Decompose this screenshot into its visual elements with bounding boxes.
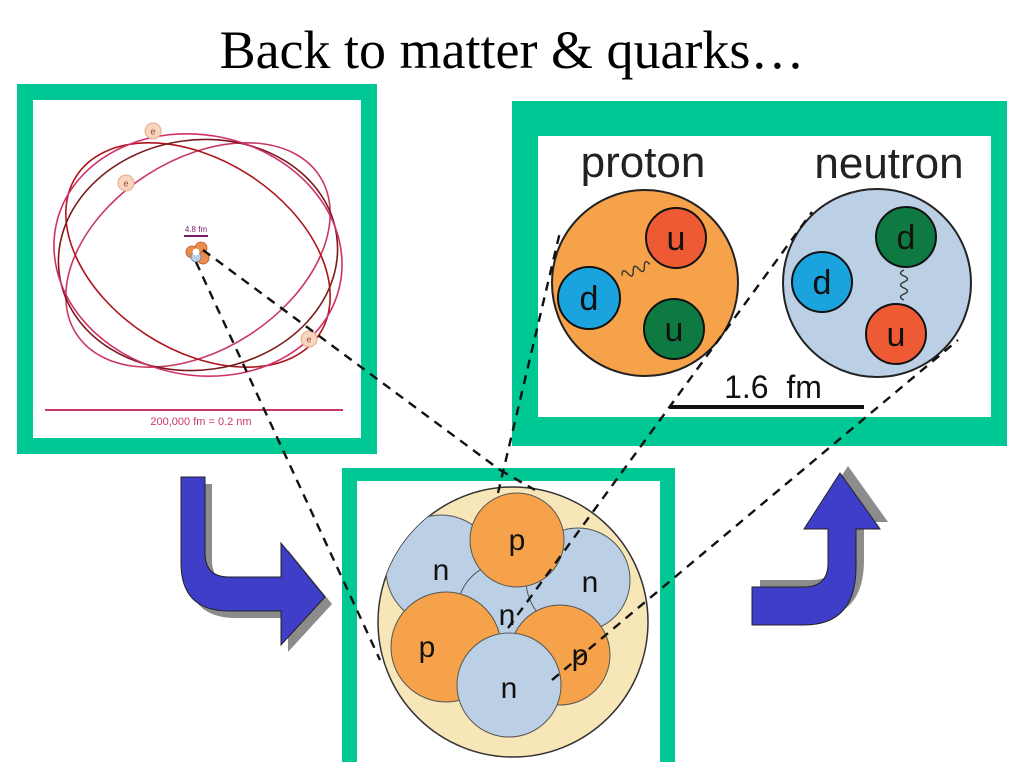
gluon-spring (621, 261, 651, 277)
quarks-panel: proton neutron u d u d (512, 101, 1007, 446)
up-quark: u (645, 207, 707, 269)
electron-marker (144, 122, 162, 140)
proton: p (469, 492, 565, 588)
zoom-lines (194, 211, 959, 681)
electron-2: e (117, 174, 135, 192)
neutron-diagram: d d u (782, 188, 972, 378)
zoom-line (499, 468, 536, 492)
neutron-label: n (499, 599, 516, 632)
neutron-title: neutron (814, 139, 963, 188)
down-quark: d (875, 206, 937, 268)
up-quark-label: u (667, 220, 686, 258)
proton-label: p (509, 524, 526, 557)
slide-title: Back to matter & quarks… (219, 20, 805, 80)
electron-orbits (53, 133, 343, 377)
up-quark-label: u (665, 311, 684, 349)
proton-label: p (419, 631, 436, 664)
atom-panel: e e e 4.8 fm 200,000 fm = 0.2 nm (17, 84, 377, 454)
gluon-spring (899, 269, 909, 301)
electron-marker (117, 174, 135, 192)
electron-3: e (300, 330, 318, 348)
zoom-line (202, 249, 501, 471)
down-quark-label: d (580, 280, 599, 318)
orbit-1 (65, 142, 331, 368)
nucleus-size-label: 4.8 fm (185, 225, 208, 234)
neutron: n (456, 632, 562, 738)
orbit-4 (53, 133, 343, 377)
curved-arrow-down-right (180, 476, 332, 652)
orbit-3 (57, 138, 339, 372)
proton-diagram: u d u (551, 189, 739, 377)
atom-panel-inner (33, 100, 361, 438)
proton-title: proton (581, 138, 706, 187)
neutron-label: n (433, 554, 450, 587)
electron-label: e (123, 179, 128, 189)
down-quark: d (557, 266, 621, 330)
down-quark-label: d (897, 219, 916, 257)
up-quark-label: u (887, 316, 906, 354)
atom-scale-label: 200,000 fm = 0.2 nm (150, 416, 251, 428)
nucleus-panel: n n n p p p n (342, 468, 675, 762)
up-quark: u (643, 298, 705, 360)
orbit-2 (65, 142, 331, 368)
atom-nucleus: 4.8 fm (184, 225, 210, 265)
neutron-label: n (501, 672, 518, 705)
zoom-line (507, 211, 813, 629)
nucleons: n n n p p p n (385, 492, 631, 738)
neutron-label: n (582, 566, 599, 599)
down-quark: d (791, 251, 853, 313)
quark-scale-label: 1.6 fm (724, 369, 822, 405)
zoom-line (551, 339, 959, 681)
curved-arrow-up-right (751, 466, 888, 626)
zoom-line (496, 231, 562, 494)
electron-label: e (150, 127, 155, 137)
electron-label: e (306, 335, 311, 345)
down-quark-label: d (813, 264, 832, 302)
electron-1: e (144, 122, 162, 140)
up-quark: u (865, 303, 927, 365)
electron-marker (300, 330, 318, 348)
